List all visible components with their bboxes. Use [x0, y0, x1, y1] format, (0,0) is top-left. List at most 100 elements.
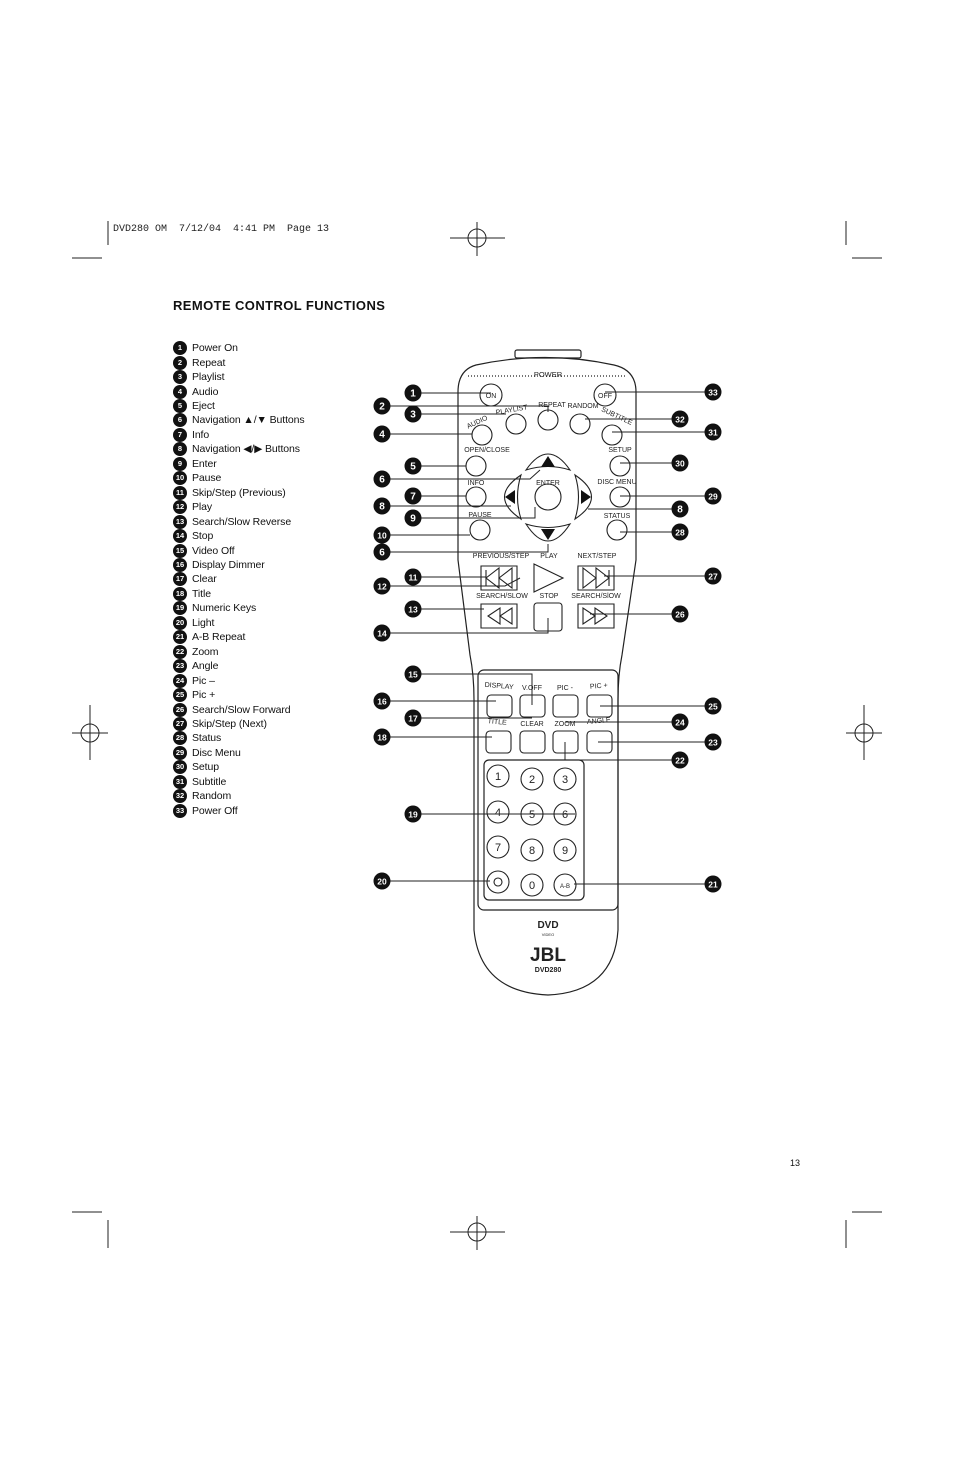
callout-number: 32: [675, 415, 685, 425]
legend-label: Stop: [192, 530, 214, 543]
open-close-button[interactable]: [465, 455, 487, 477]
callout-badge: [704, 423, 722, 441]
legend-label: Repeat: [192, 356, 226, 369]
nav-right-button[interactable]: [574, 473, 592, 521]
legend-number-badge: 5: [173, 399, 187, 414]
legend-number-badge: 1: [173, 341, 187, 356]
numeric-key-label: 9: [562, 845, 568, 857]
legend-number-badge: 13: [173, 514, 187, 529]
status-button[interactable]: [606, 519, 628, 541]
audio-button[interactable]: [471, 424, 493, 446]
callout-number: 9: [410, 514, 416, 525]
numeric-key-8[interactable]: [520, 838, 544, 862]
nav-down-arrow-icon: [541, 529, 555, 540]
callout-number: 12: [377, 582, 387, 592]
callout-number: 13: [408, 605, 418, 615]
display-dimmer-button[interactable]: [486, 694, 513, 718]
print-slug: DVD280 OM 7/12/04 4:41 PM Page 13: [113, 224, 330, 235]
skip-previous-button[interactable]: [480, 565, 518, 591]
search-forward-button[interactable]: [577, 603, 615, 629]
callout-badge: [671, 454, 689, 472]
numeric-key-2[interactable]: [520, 767, 544, 791]
random-button[interactable]: [569, 413, 591, 435]
remote-label-repeat: REPEAT: [538, 402, 566, 409]
callout-leader-line: [382, 405, 549, 412]
legend-label: Light: [192, 616, 215, 629]
remote-label-subtitle: SUBTITLE: [600, 406, 634, 427]
play-button[interactable]: [533, 563, 565, 593]
callout-number: 33: [708, 388, 718, 398]
repeat-button[interactable]: [537, 409, 559, 431]
callout-badge: [373, 577, 391, 595]
callout-number: 17: [408, 714, 418, 724]
numeric-key-9[interactable]: [553, 838, 577, 862]
clear-button[interactable]: [519, 730, 546, 754]
a-b-repeat-button[interactable]: [553, 873, 577, 897]
page-number: 13: [790, 1158, 801, 1168]
nav-up-button[interactable]: [524, 453, 572, 472]
legend-number-badge: 2: [173, 355, 187, 370]
setup-button[interactable]: [609, 455, 631, 477]
legend-number-badge: 16: [173, 558, 187, 573]
nav-left-button[interactable]: [504, 473, 522, 521]
power-off-button[interactable]: [593, 383, 617, 407]
numeric-key-0[interactable]: [520, 873, 544, 897]
pause-button[interactable]: [469, 519, 491, 541]
remote-label-status: STATUS: [604, 513, 631, 520]
numeric-key-7[interactable]: [486, 835, 510, 859]
numeric-key-3[interactable]: [553, 767, 577, 791]
legend-number-badge: 11: [173, 485, 187, 500]
legend-number-badge: 10: [173, 471, 187, 486]
callout-badge: [404, 487, 422, 505]
search-reverse-button[interactable]: [480, 603, 518, 629]
registration-target-bottom: [450, 1216, 505, 1250]
info-button[interactable]: [465, 486, 487, 508]
legend-label: Navigation ▲/▼ Buttons: [192, 414, 305, 427]
legend-number-badge: 15: [173, 543, 187, 558]
nav-down-button[interactable]: [524, 523, 572, 542]
subtitle-button[interactable]: [601, 424, 623, 446]
legend-number-badge: 33: [173, 803, 187, 818]
remote-label-pause: PAUSE: [468, 512, 492, 519]
legend-label: Eject: [192, 400, 215, 413]
legend-number-badge: 6: [173, 413, 187, 428]
callout-badge: [404, 665, 422, 683]
legend-number-badge: 20: [173, 615, 187, 630]
disc-menu-button[interactable]: [609, 486, 631, 508]
skip-next-button[interactable]: [577, 565, 615, 591]
callout-leader-line: [382, 469, 541, 480]
legend-number-badge: 8: [173, 442, 187, 457]
legend-item: 2 Repeat: [173, 355, 305, 370]
nav-right-arrow-icon: [581, 490, 591, 504]
playlist-button[interactable]: [505, 413, 527, 435]
callout-number: 14: [377, 629, 387, 639]
nav-left-arrow-icon: [505, 490, 515, 504]
remote-label-clear: CLEAR: [520, 721, 543, 728]
title-button[interactable]: [485, 730, 512, 754]
callout-badge: [373, 497, 391, 515]
legend-number-badge: 14: [173, 529, 187, 544]
legend-label: Disc Menu: [192, 746, 241, 759]
callout-badge: [373, 470, 391, 488]
remote-label-search-slow-left: SEARCH/SLOW: [476, 593, 528, 600]
remote-label-next-step: NEXT/STEP: [578, 553, 617, 560]
pic-minus-button[interactable]: [552, 694, 579, 718]
numeric-key-4[interactable]: [486, 800, 510, 824]
numeric-key-1[interactable]: [486, 764, 510, 788]
enter-button[interactable]: [534, 483, 562, 511]
numeric-key-label: 0: [529, 880, 535, 892]
callout-number: 19: [408, 810, 418, 820]
legend-number-badge: 3: [173, 370, 187, 385]
light-button[interactable]: [486, 870, 510, 894]
light-sun-icon: [493, 877, 503, 887]
legend-number-badge: 12: [173, 500, 187, 515]
